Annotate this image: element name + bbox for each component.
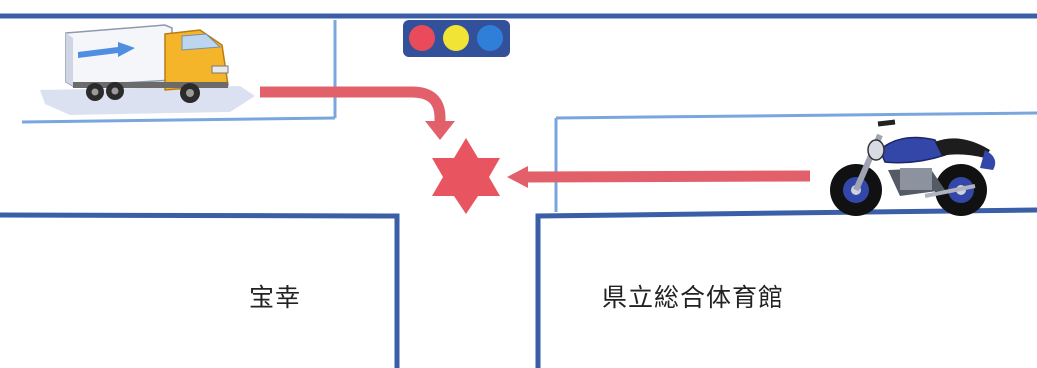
motorcycle-icon [830, 119, 996, 216]
yellow-light [443, 25, 469, 51]
blue-light [477, 25, 503, 51]
truck-path-arrow [260, 86, 455, 140]
right-block-edge [535, 207, 1037, 368]
collision-star-icon [432, 138, 500, 214]
traffic-light-icon [403, 20, 510, 57]
left-block-edge [0, 212, 400, 368]
truck-shadow [40, 86, 255, 115]
lane-lines [21, 20, 1037, 212]
truck-icon [65, 24, 229, 103]
block-label-right: 県立総合体育館 [602, 283, 785, 312]
motorcycle-path-arrow [507, 166, 811, 188]
block-label-left: 宝幸 [249, 283, 302, 312]
road-block-edges [0, 207, 1037, 368]
red-light [409, 25, 435, 51]
